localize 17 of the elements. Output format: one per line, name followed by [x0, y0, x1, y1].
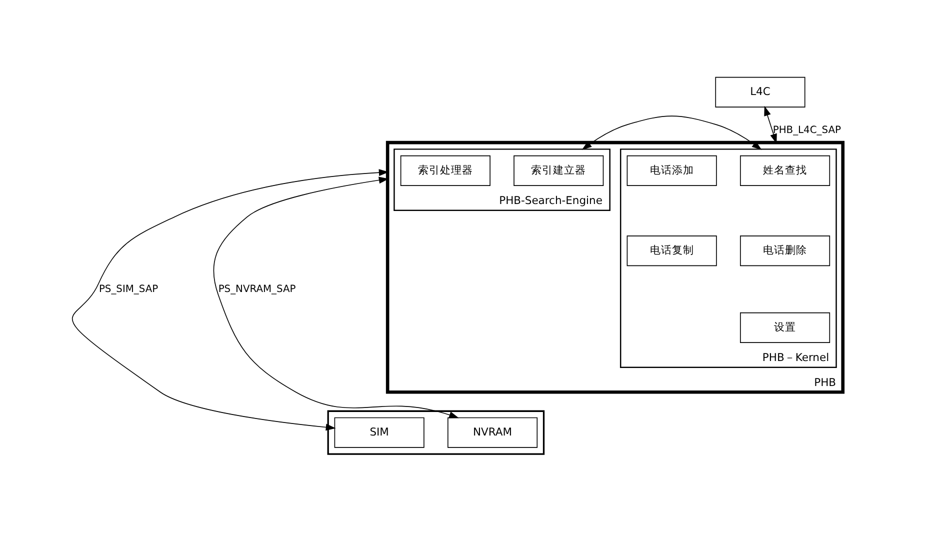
- node-box: 电话复制: [626, 236, 717, 266]
- edge-label: PS_NVRAM_SAP: [218, 284, 296, 295]
- node-box: SIM: [334, 417, 424, 448]
- arrow: [213, 176, 460, 418]
- node-box: NVRAM: [448, 417, 538, 448]
- node-box: 姓名查找: [740, 155, 830, 186]
- node-box: 设置: [740, 312, 830, 343]
- node-box: 电话添加: [626, 155, 717, 186]
- node-box: 索引建立器: [514, 155, 604, 186]
- node-box: 索引处理器: [400, 155, 490, 186]
- arrow: [582, 116, 762, 150]
- node-box: L4C: [715, 76, 806, 108]
- edge-label: PS_SIM_SAP: [98, 284, 158, 295]
- arrow: [764, 106, 777, 144]
- edge-label: PHB_L4C_SAP: [772, 125, 841, 136]
- node-box: 电话删除: [740, 236, 830, 266]
- arrow: [72, 169, 389, 431]
